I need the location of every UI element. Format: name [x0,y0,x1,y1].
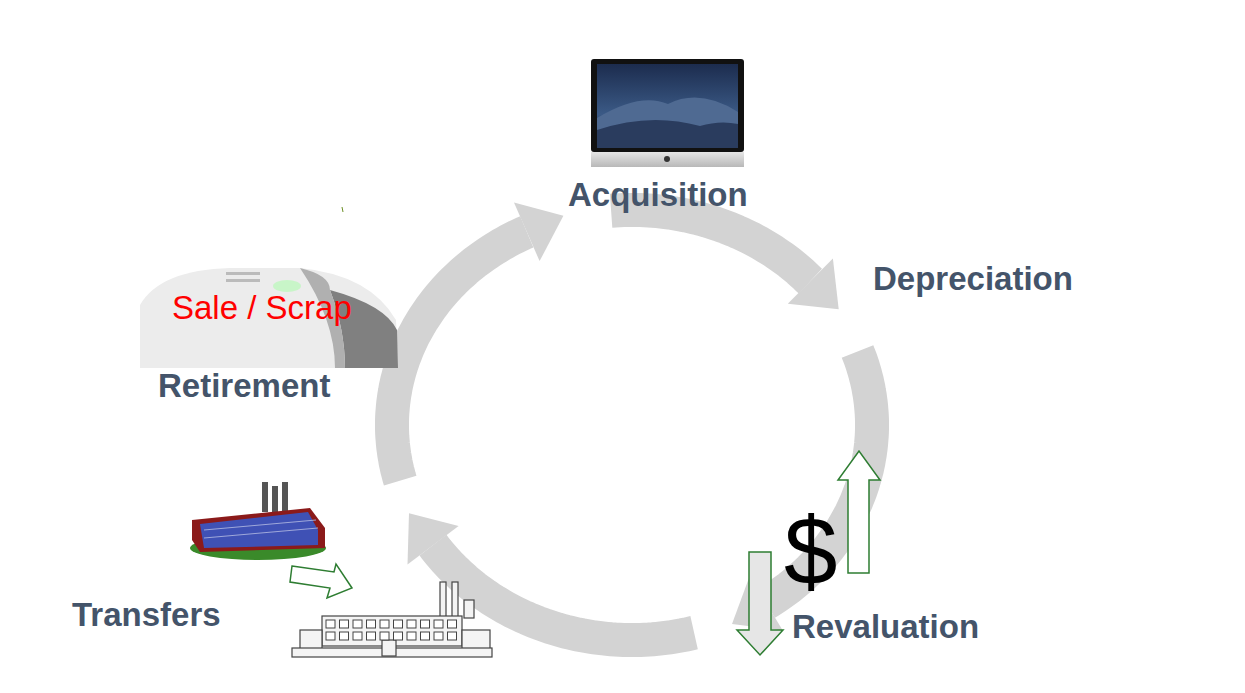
factory-window [421,620,430,628]
factory-window [340,632,349,640]
factory-window [407,620,416,628]
factory-window [380,632,389,640]
factory-window [326,620,335,628]
factory-window [367,620,376,628]
factory-window [434,632,443,640]
cycle-arrowhead [514,202,563,261]
transfer-arrow [290,564,352,598]
stage-label: Acquisition [568,177,748,213]
cycle-arrowhead [408,513,459,564]
factory-window [394,632,403,640]
factory-window [340,620,349,628]
sale-scrap-label: Sale / Scrap [172,290,352,326]
factory-window [407,632,416,640]
stage-label: Retirement [158,368,330,404]
factory-window [326,632,335,640]
stage-label: Depreciation [873,261,1073,297]
cycle-arrows [392,202,872,640]
factory-window [448,620,457,628]
factory-window [394,620,403,628]
stage-label: Revaluation [792,609,979,645]
factory-windows [326,620,457,640]
dollar-symbol: $ [784,498,837,604]
factory-window [434,620,443,628]
factory-window [421,632,430,640]
retirement-picture [140,207,398,368]
factory-small [190,482,326,560]
cycle-arc [433,545,694,640]
cycle-arc [392,232,527,481]
factory-window [353,620,362,628]
stage-label: Transfers [72,597,221,633]
factory-window [353,632,362,640]
computer-icon [591,59,744,167]
factory-window [448,632,457,640]
factory-window [380,620,389,628]
factory-large [292,582,492,657]
factory-window [367,632,376,640]
cycle-arrowhead [788,259,839,310]
cycle-arc [611,210,810,281]
